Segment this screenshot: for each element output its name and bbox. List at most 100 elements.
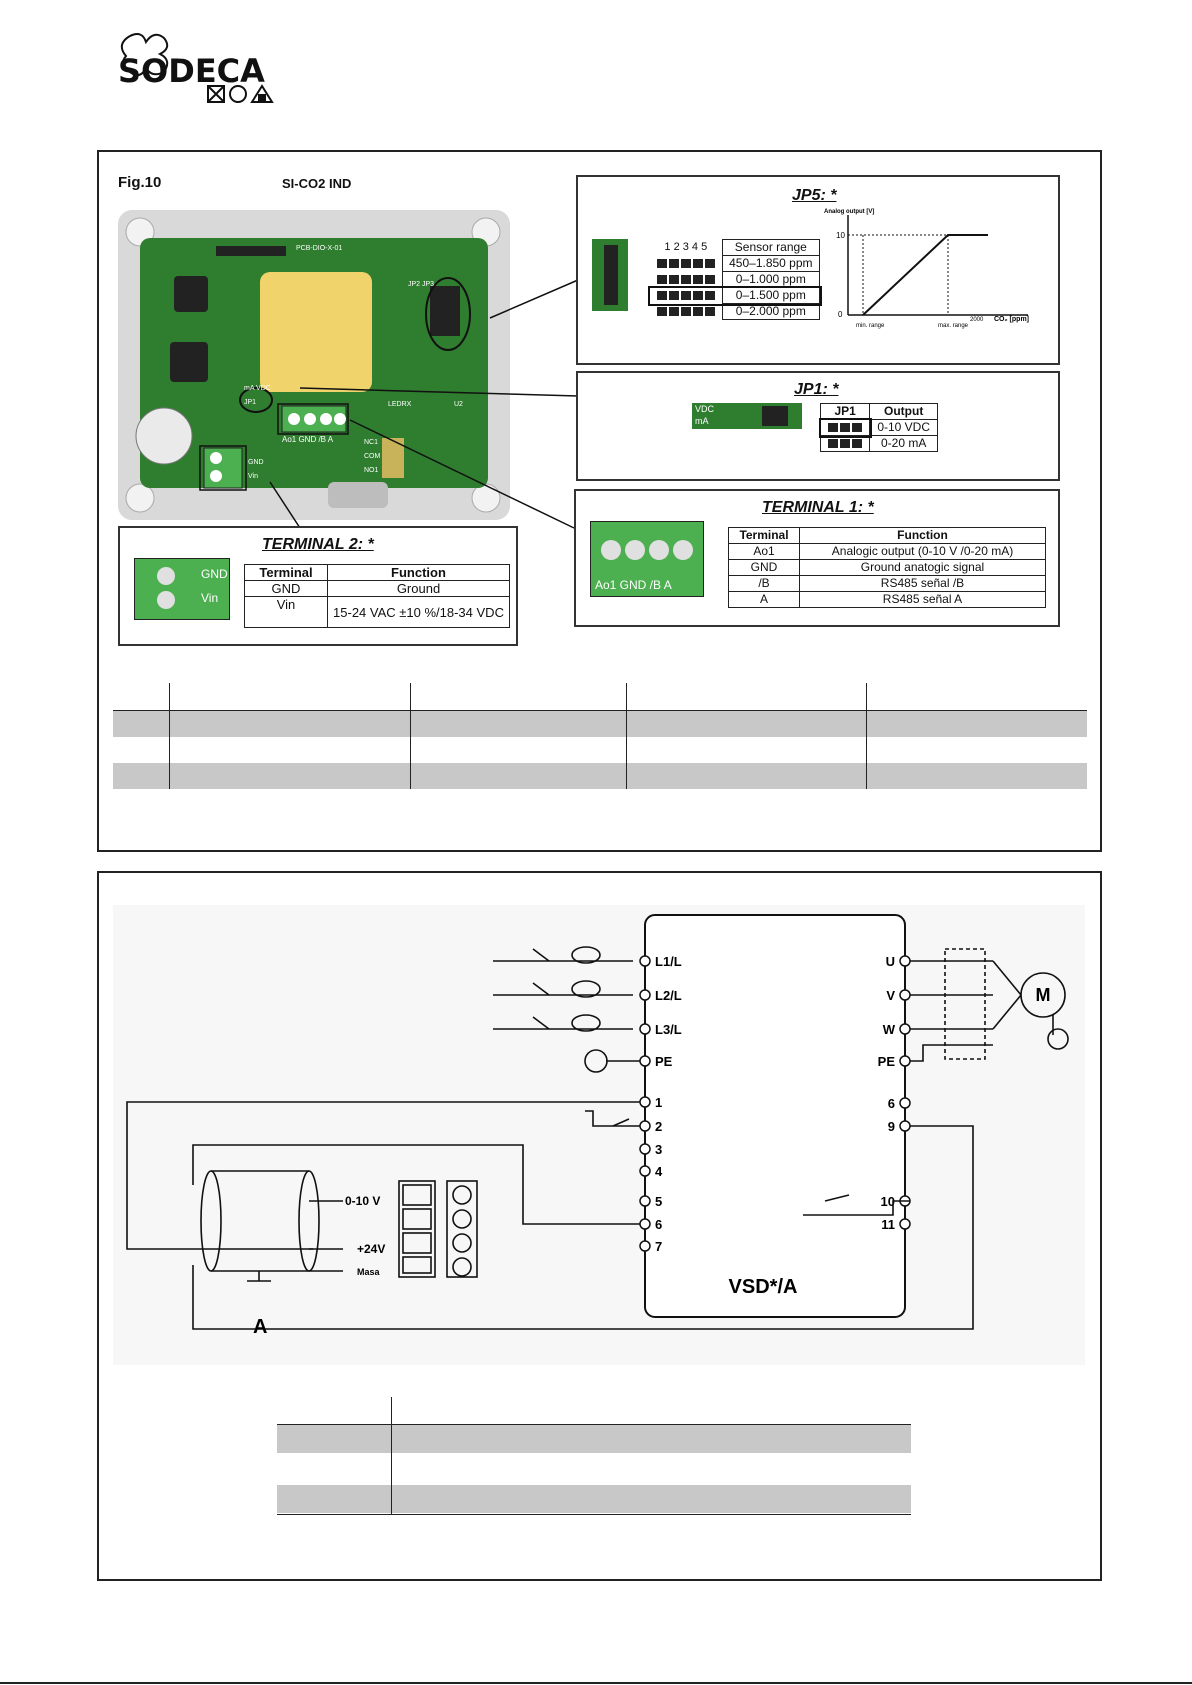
term-7: 7	[655, 1239, 662, 1254]
terminal2-row: Vin 15-24 VAC ±10 %/18-34 VDC	[244, 596, 510, 628]
figure-10-frame	[97, 150, 1102, 852]
terminal1-cell-function: RS485 señal /B	[799, 575, 1046, 592]
terminal2-title: TERMINAL 2: *	[262, 536, 374, 553]
term-l1: L1/L	[655, 954, 682, 969]
pcb-com-label: COM	[364, 453, 381, 460]
term-5: 5	[655, 1194, 662, 1209]
terminal2-image-gnd: GND	[201, 567, 228, 581]
graph-x2000: 2000	[970, 317, 984, 323]
model-label: SI-CO2 IND	[282, 176, 352, 191]
graph-xlabel: CO₂ [ppm]	[994, 316, 1029, 323]
jp1-output: 0-20 mA	[869, 435, 938, 452]
jp1-pattern	[819, 435, 871, 452]
graph-y10: 10	[836, 231, 845, 240]
terminal1-cell-function: RS485 señal A	[799, 591, 1046, 608]
pcb-nc-label: NC1	[364, 439, 378, 446]
term-pe-right: PE	[878, 1054, 896, 1069]
terminal1-row: GND Ground anatogic signal	[728, 559, 1046, 576]
terminal1-cell-terminal: GND	[728, 559, 800, 576]
term-3: 3	[655, 1142, 662, 1157]
jp5-pattern	[650, 288, 722, 304]
term-9: 9	[888, 1119, 895, 1134]
term-4: 4	[655, 1164, 663, 1179]
terminal2-cell-function: 15-24 VAC ±10 %/18-34 VDC	[327, 596, 510, 628]
terminal1-title: TERMINAL 1: *	[762, 499, 874, 516]
terminal1-panel: TERMINAL 1: * Ao1 GND /B A Terminal Func…	[574, 489, 1060, 627]
jp1-title: JP1: *	[794, 381, 839, 398]
jp1-panel: JP1: * VDC mA JP1 Output 0-10 VDC 0-20 m…	[576, 371, 1060, 481]
jp1-pattern	[818, 417, 872, 438]
term-l3: L3/L	[655, 1022, 682, 1037]
terminal1-row: /B RS485 señal /B	[728, 575, 1046, 592]
terminal1-image-label: Ao1 GND /B A	[595, 578, 672, 592]
jp1-header-jp1: JP1	[819, 403, 871, 420]
jp5-range: 0–2.000 ppm	[721, 303, 821, 320]
graph-ylabel: Analog output [V]	[824, 209, 874, 215]
jp5-pattern	[650, 272, 722, 288]
sensor-010v-label: 0-10 V	[345, 1194, 380, 1208]
jp5-row: 0–2.000 ppm	[650, 303, 821, 320]
jp1-ma-label: mA	[695, 416, 709, 426]
terminal1-row: A RS485 señal A	[728, 591, 1046, 608]
term-2: 2	[655, 1119, 662, 1134]
empty-table-2	[277, 1397, 911, 1515]
terminal1-cell-terminal: Ao1	[728, 543, 800, 560]
table-row-shaded	[277, 1485, 911, 1513]
terminal2-image: GND Vin	[134, 558, 230, 620]
pcb-illustration: PCB-DIO-X-01 mA VDC JP1 Ao1 GND /B A GND…	[118, 210, 510, 520]
jp1-row: 0-20 mA	[819, 435, 938, 452]
pcb-no-label: NO1	[364, 467, 379, 474]
terminal2-cell-terminal: Vin	[244, 596, 328, 628]
table-row-shaded	[113, 711, 1087, 737]
jp5-output-graph: Analog output [V] 10 0 min. range max. r…	[824, 209, 1029, 329]
terminal2-table: Terminal Function GND Ground Vin 15-24 V…	[244, 564, 510, 628]
terminal1-cell-function: Analogic output (0-10 V /0-20 mA)	[799, 543, 1046, 560]
sensor-name-label: A	[253, 1316, 267, 1338]
jp5-table: 1 2 3 4 5 Sensor range 450–1.850 ppm 0–1…	[648, 239, 822, 320]
jp5-row: 0–1.000 ppm	[650, 271, 821, 288]
sensor-masa-label: Masa	[357, 1267, 381, 1277]
pcb-jumper-mark: mA VDC	[244, 385, 271, 392]
jp1-table: JP1 Output 0-10 VDC 0-20 mA	[818, 403, 938, 452]
sensor-24v-label: +24V	[357, 1242, 385, 1256]
logo-text: SODECA	[118, 52, 265, 90]
terminal1-cell-terminal: /B	[728, 575, 800, 592]
term-1: 1	[655, 1095, 662, 1110]
jp1-output: 0-10 VDC	[869, 419, 938, 436]
term-w: W	[883, 1022, 896, 1037]
jp1-jumper-image: VDC mA	[692, 403, 802, 429]
term-l2: L2/L	[655, 988, 682, 1003]
terminal1-row: Ao1 Analogic output (0-10 V /0-20 mA)	[728, 543, 1046, 560]
terminal2-cell-terminal: GND	[244, 580, 328, 597]
terminal1-cell-function: Ground anatogic signal	[799, 559, 1046, 576]
term-v: V	[886, 988, 895, 1003]
terminal1-table: Terminal Function Ao1 Analogic output (0…	[728, 527, 1046, 608]
pcb-led-label: LEDRX	[388, 401, 412, 408]
terminal1-header-function: Function	[799, 527, 1046, 544]
jp1-vdc-label: VDC	[695, 404, 715, 414]
jp5-pattern	[650, 256, 722, 272]
callout-lines	[269, 279, 579, 529]
terminal1-header-terminal: Terminal	[728, 527, 800, 544]
motor-label: M	[1036, 985, 1051, 1005]
term-11: 11	[881, 1217, 895, 1232]
wiring-frame	[97, 871, 1102, 1581]
term-u: U	[886, 954, 895, 969]
pcb-u2-label: U2	[454, 401, 463, 408]
terminal2-panel: TERMINAL 2: * GND Vin Terminal Function …	[118, 526, 518, 646]
footer-line	[0, 1682, 1192, 1684]
pcb-jp2-label: JP2 JP3	[408, 281, 434, 288]
terminal2-row: GND Ground	[244, 580, 510, 597]
jp5-range: 450–1.850 ppm	[721, 255, 821, 272]
jp5-row: 0–1.500 ppm	[648, 285, 822, 306]
terminal2-header-function: Function	[327, 564, 510, 581]
pcb-vin-label: Vin	[248, 473, 258, 480]
table-row-shaded	[277, 1425, 911, 1453]
sodeca-logo: SODECA	[112, 26, 292, 106]
term-6-right: 6	[888, 1096, 895, 1111]
jp5-pattern	[650, 304, 722, 320]
jp5-range: 0–1.000 ppm	[721, 271, 821, 288]
jp5-panel: JP5: * 1 2 3 4 5 Sensor range 450–1.850 …	[576, 175, 1060, 365]
term-6-left: 6	[655, 1217, 662, 1232]
pcb-board-label: PCB-DIO-X-01	[296, 245, 342, 252]
